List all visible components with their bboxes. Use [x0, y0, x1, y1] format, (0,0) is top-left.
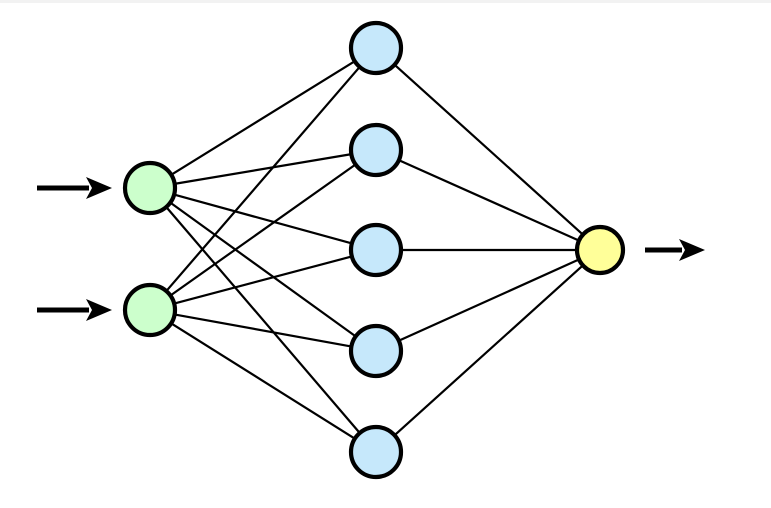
top-border-strip — [0, 0, 771, 3]
input-arrow-1 — [37, 177, 112, 199]
hidden-node-2-circle[interactable] — [348, 122, 404, 178]
edge-i2-to-h2 — [168, 162, 358, 298]
input-node-2-circle[interactable] — [122, 282, 178, 338]
edge-i1-to-h4 — [168, 200, 358, 339]
edge-i2-to-h1 — [164, 65, 362, 293]
output-arrow-1 — [645, 239, 705, 261]
hidden-node-4-circle[interactable] — [348, 323, 404, 379]
input-node-1[interactable] — [122, 160, 178, 216]
edge-i2-to-h5 — [169, 321, 357, 441]
input-arrow-1-head — [86, 177, 112, 199]
hidden-node-5-circle[interactable] — [348, 424, 404, 480]
input-arrow-2-head — [86, 299, 112, 321]
output-node-1[interactable] — [574, 224, 626, 276]
hidden-node-1-circle[interactable] — [348, 20, 404, 76]
nodes-group — [122, 20, 626, 480]
output-node-1-circle[interactable] — [574, 224, 626, 276]
input-node-2[interactable] — [122, 282, 178, 338]
input-node-1-circle[interactable] — [122, 160, 178, 216]
edges-group — [164, 59, 585, 441]
edge-i2-to-h3 — [172, 255, 354, 305]
io-arrows-group — [37, 177, 705, 321]
hidden-node-1[interactable] — [348, 20, 404, 76]
hidden-node-3-circle[interactable] — [348, 222, 404, 278]
edge-i1-to-h5 — [164, 205, 362, 435]
edge-h2-to-o1 — [396, 158, 582, 243]
edge-h4-to-o1 — [396, 257, 582, 343]
hidden-node-4[interactable] — [348, 323, 404, 379]
edge-h1-to-o1 — [392, 62, 585, 237]
hidden-node-2[interactable] — [348, 122, 404, 178]
hidden-node-3[interactable] — [348, 222, 404, 278]
input-arrow-2 — [37, 299, 112, 321]
hidden-node-5[interactable] — [348, 424, 404, 480]
edge-i1-to-h1 — [169, 59, 357, 177]
edge-i1-to-h3 — [172, 193, 354, 245]
edge-h5-to-o1 — [392, 263, 585, 438]
output-arrow-1-head — [679, 239, 705, 261]
edge-i1-to-h2 — [172, 152, 354, 186]
edge-i2-to-h4 — [172, 313, 354, 348]
